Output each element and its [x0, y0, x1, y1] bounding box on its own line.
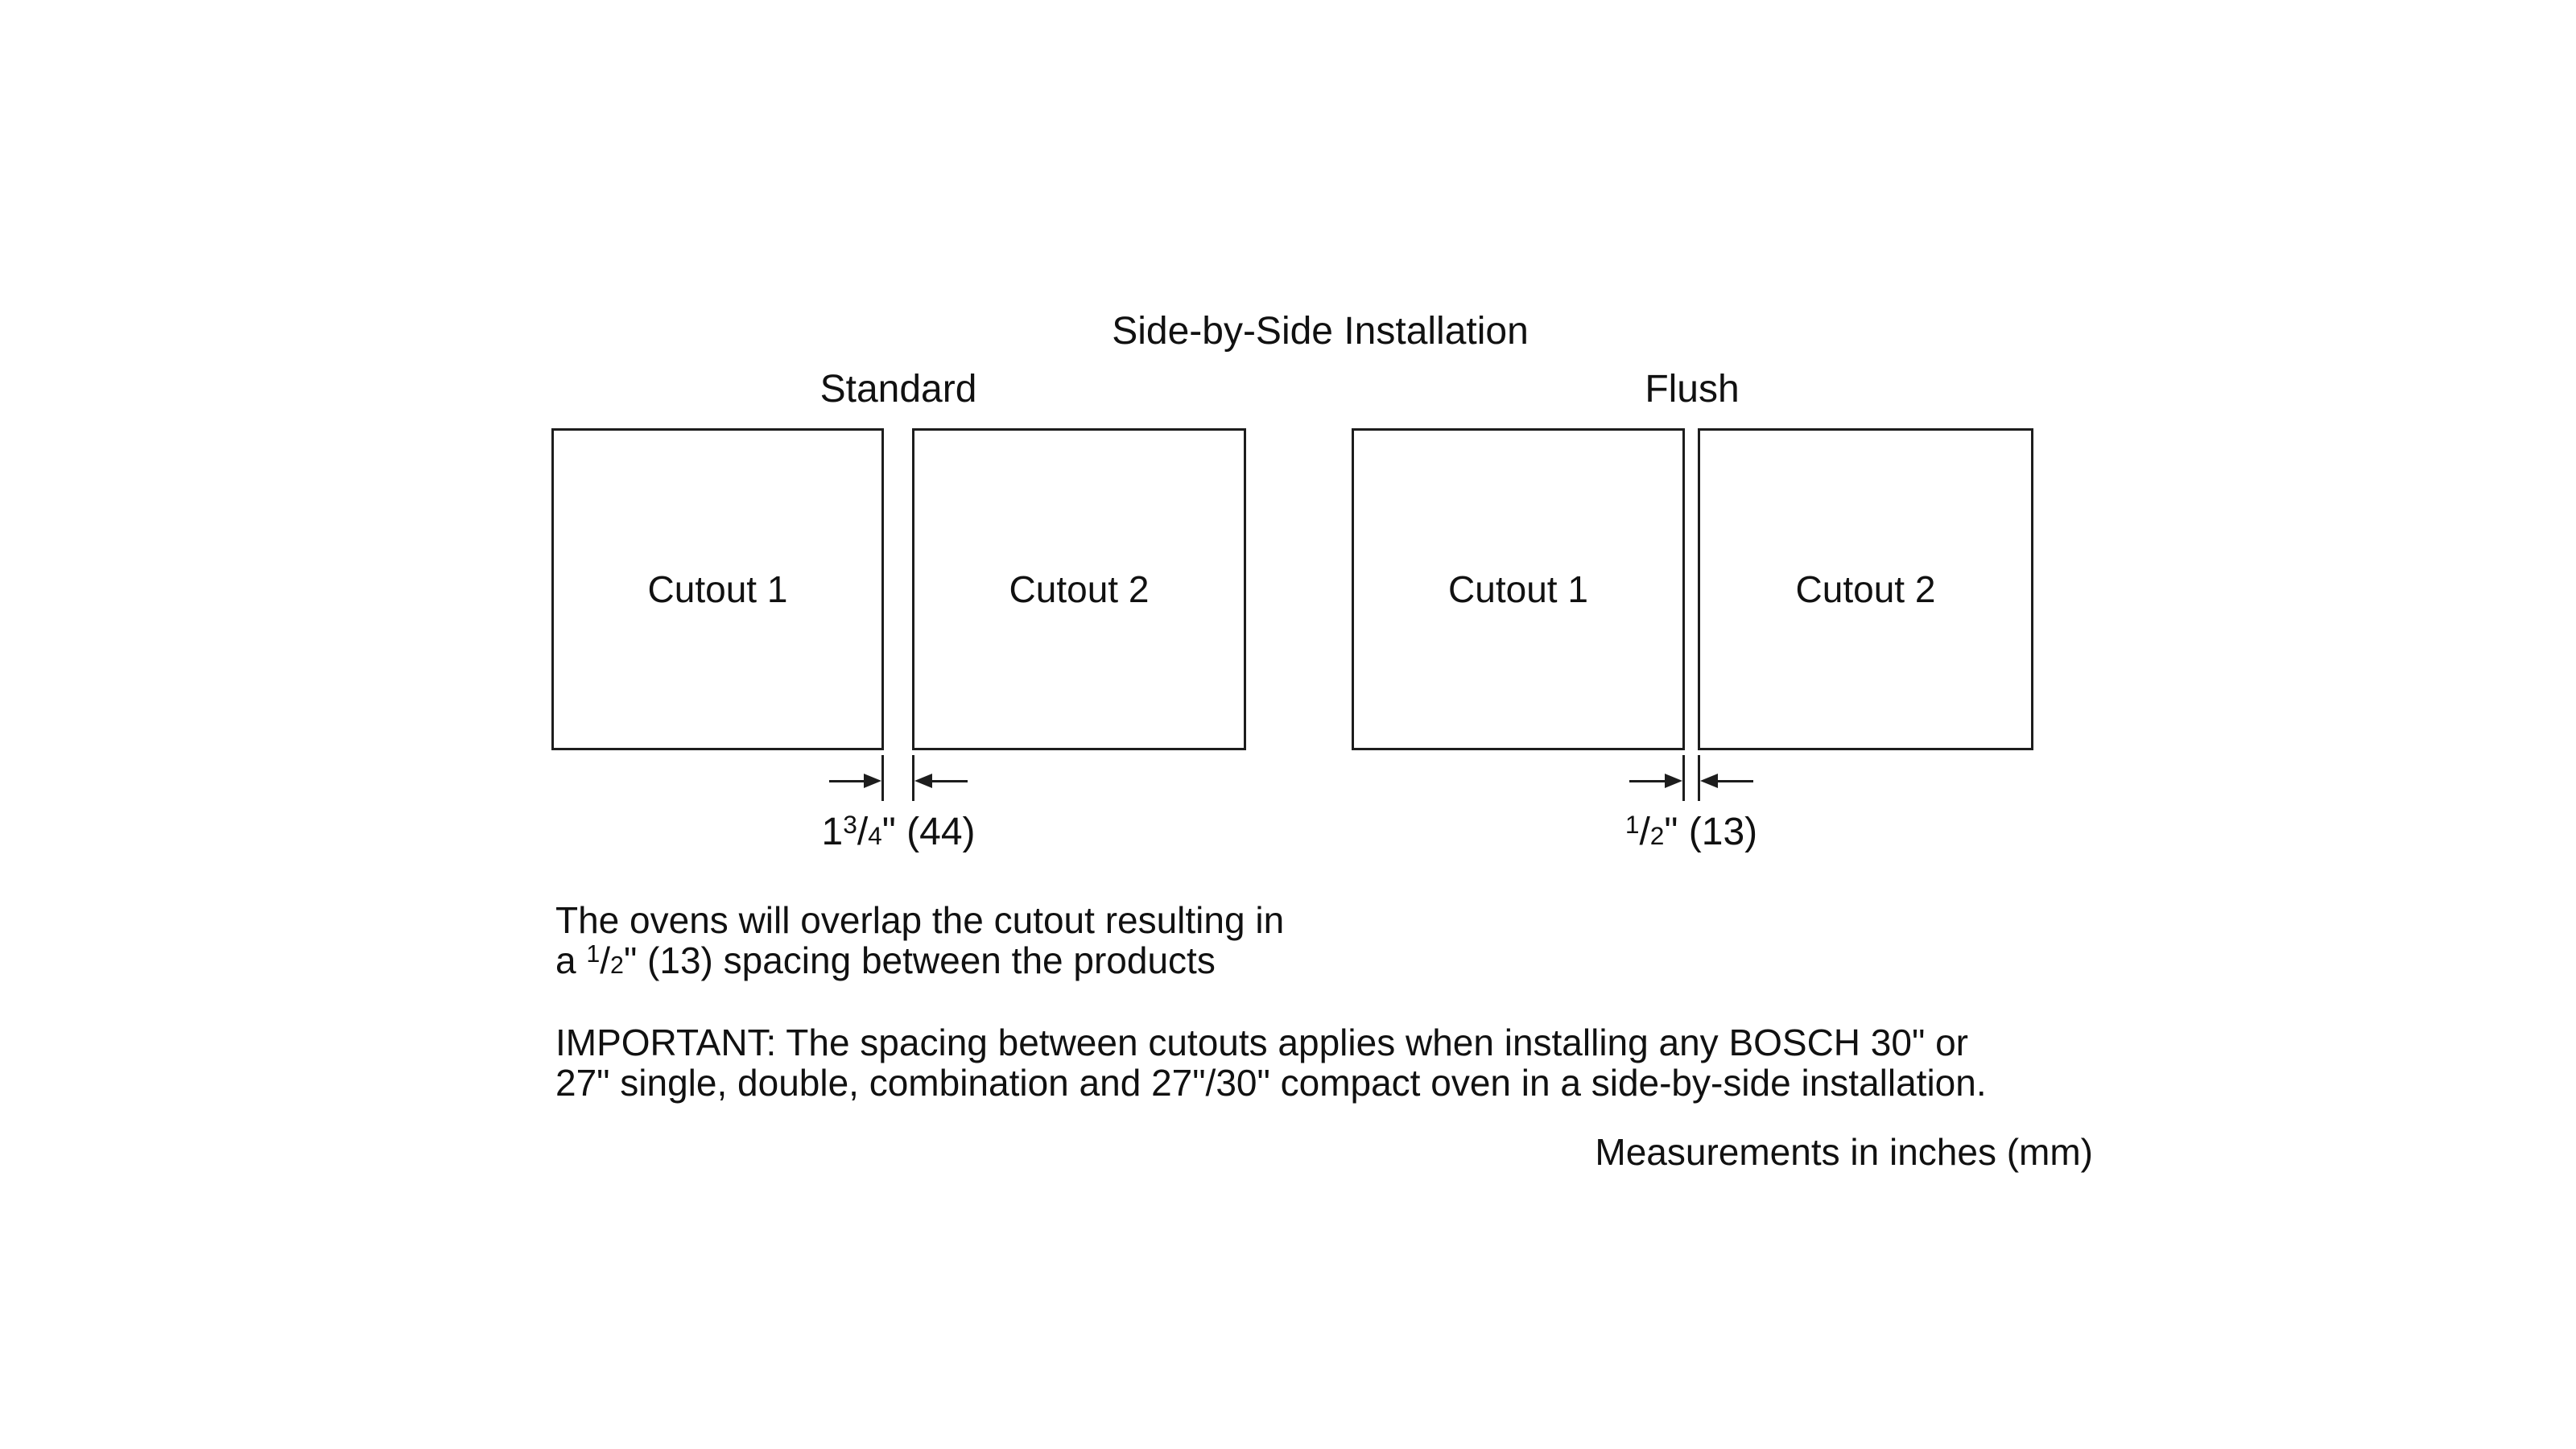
flush-dim-suffix: " (13)	[1664, 811, 1758, 853]
overlap-note-line2: a 1/2" (13) spacing between the products	[555, 940, 1682, 986]
standard-section-label: Standard	[819, 368, 977, 411]
standard-cutout-2-box: Cutout 2	[912, 428, 1246, 750]
standard-dim-numerator: 3	[843, 809, 857, 839]
flush-section-label: Flush	[1645, 368, 1740, 411]
overlap-line2-denominator: 2	[610, 952, 624, 979]
standard-cutout-1-label: Cutout 1	[647, 568, 788, 610]
overlap-note: The ovens will overlap the cutout result…	[555, 900, 1682, 986]
flush-dim-denominator: 2	[1649, 821, 1665, 850]
standard-dim-suffix: " (44)	[881, 811, 976, 853]
standard-dim-arrow-left-line	[829, 780, 865, 782]
flush-dim-arrowhead-right-icon	[1700, 774, 1718, 788]
flush-dim-arrowhead-left-icon	[1665, 774, 1682, 788]
overlap-note-line1: The ovens will overlap the cutout result…	[555, 899, 1285, 941]
flush-cutout-2-label: Cutout 2	[1795, 568, 1936, 610]
standard-dim-arrowhead-right-icon	[914, 774, 932, 788]
standard-cutout-1-box: Cutout 1	[551, 428, 884, 750]
standard-gap-tick-left	[881, 755, 884, 801]
standard-dim-whole: 1	[821, 811, 844, 853]
flush-dim-arrow-right-line	[1718, 780, 1753, 782]
flush-cutout-2-box: Cutout 2	[1698, 428, 2033, 750]
flush-cutout-1-label: Cutout 1	[1448, 568, 1588, 610]
flush-gap-tick-right	[1698, 755, 1700, 801]
standard-dim-slash: /	[857, 811, 869, 853]
standard-gap-tick-right	[912, 755, 914, 801]
diagram-title: Side-by-Side Installation	[1112, 310, 1529, 353]
flush-dim-arrow-left-line	[1629, 780, 1665, 782]
important-note: IMPORTANT: The spacing between cutouts a…	[555, 1022, 2165, 1103]
flush-cutout-1-box: Cutout 1	[1352, 428, 1685, 750]
standard-dim-arrowhead-left-icon	[864, 774, 881, 788]
overlap-line2-before: a	[555, 939, 587, 981]
important-note-line1: IMPORTANT: The spacing between cutouts a…	[555, 1022, 1968, 1063]
units-note: Measurements in inches (mm)	[1595, 1131, 2093, 1173]
standard-dim-denominator: 4	[868, 821, 882, 850]
flush-dim-numerator: 1	[1624, 809, 1640, 839]
standard-dim-arrow-right-line	[932, 780, 968, 782]
flush-dim-slash: /	[1639, 811, 1650, 853]
overlap-line2-numerator: 1	[586, 941, 601, 968]
overlap-line2-slash: /	[600, 939, 611, 981]
important-note-line2: 27" single, double, combination and 27"/…	[555, 1062, 1987, 1104]
flush-gap-dimension-label: 1/2" (13)	[1289, 810, 2094, 854]
overlap-line2-after: " (13) spacing between the products	[623, 939, 1216, 981]
standard-cutout-2-label: Cutout 2	[1009, 568, 1150, 610]
standard-gap-dimension-label: 13/4" (44)	[496, 810, 1301, 854]
flush-gap-tick-left	[1682, 755, 1685, 801]
